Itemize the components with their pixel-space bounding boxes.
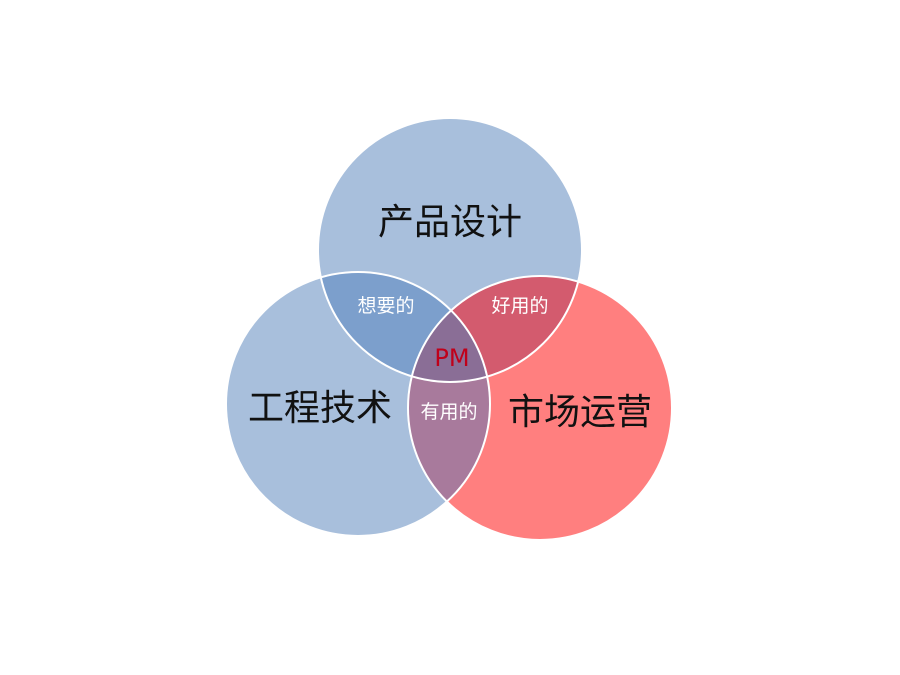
border-market — [407, 275, 673, 541]
label-center-pm: PM — [434, 344, 469, 372]
label-overlap-design-market: 好用的 — [491, 295, 548, 317]
label-overlap-design-tech: 想要的 — [357, 295, 414, 317]
border-tech — [225, 271, 491, 537]
label-marketing: 市场运营 — [508, 392, 652, 433]
label-engineering: 工程技术 — [248, 388, 392, 429]
overlap-design-tech — [318, 272, 490, 382]
label-product-design: 产品设计 — [378, 202, 522, 243]
border-design — [317, 117, 583, 383]
label-overlap-tech-market: 有用的 — [420, 401, 477, 423]
